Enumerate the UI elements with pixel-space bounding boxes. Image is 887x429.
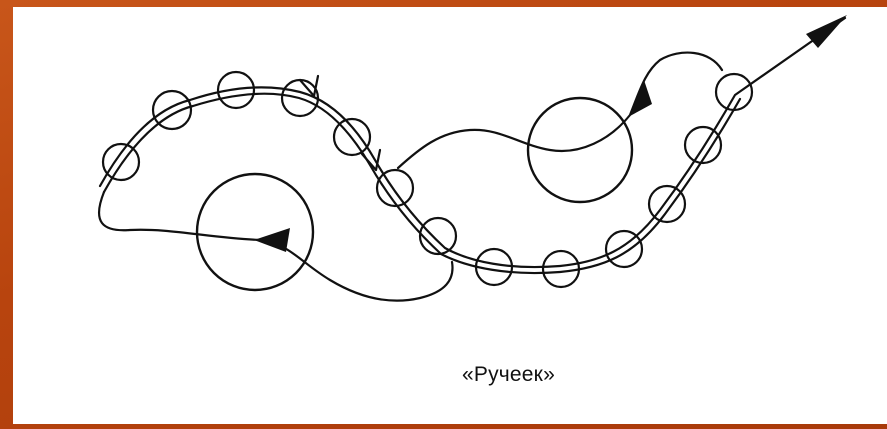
return-loop-right	[398, 53, 722, 168]
participant-circle	[103, 144, 139, 180]
diagram-caption: «Ручеек»	[462, 363, 555, 387]
participant-circle	[716, 74, 752, 110]
participant-circle	[606, 231, 642, 267]
diagram-panel: «Ручеек»	[13, 7, 887, 424]
gathering-circle-left	[197, 174, 313, 290]
gathering-circle-right	[528, 98, 632, 202]
brook-path-line	[100, 18, 845, 267]
participant-circle	[685, 127, 721, 163]
return-arrow-left-icon	[254, 228, 290, 252]
direction-arrow-icon	[806, 15, 847, 48]
participant-circle	[153, 91, 191, 129]
participant-circle	[649, 186, 685, 222]
participant-circle	[377, 170, 413, 206]
participant-circle	[420, 218, 456, 254]
participant-circle	[543, 251, 579, 287]
brook-diagram	[13, 7, 887, 424]
